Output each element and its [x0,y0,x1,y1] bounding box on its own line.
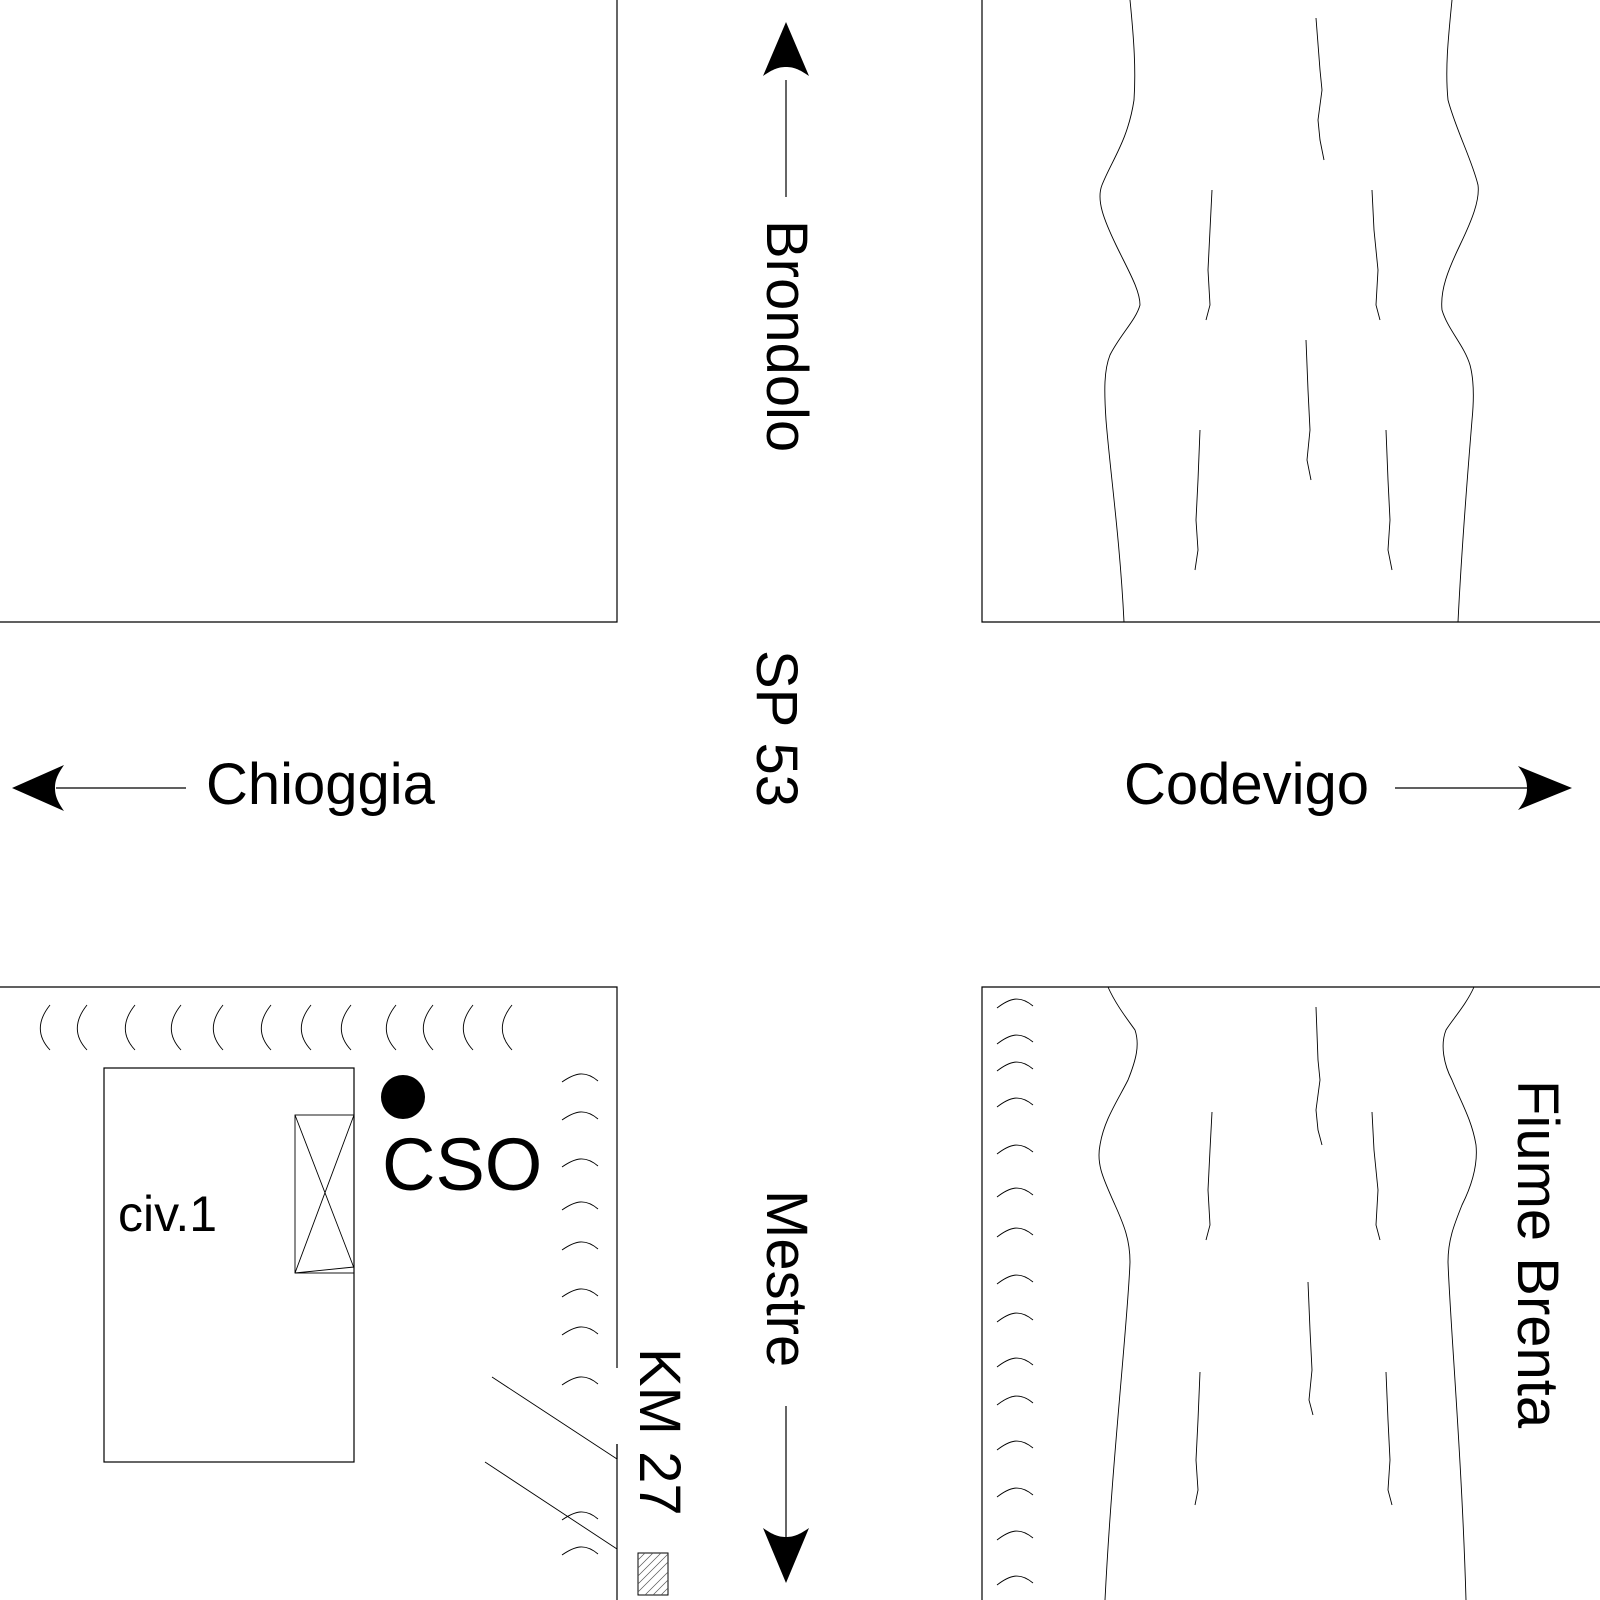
label-chioggia: Chioggia [206,752,436,817]
block-top-left [0,0,618,623]
driveway-line-1 [491,1376,618,1460]
arrow-left-icon [12,765,64,811]
hedge-east [561,1073,599,1556]
arrow-up-icon [763,22,809,76]
label-mestre: Mestre [754,1190,819,1367]
label-brondolo: Brondolo [754,220,819,452]
label-river: Fiume Brenta [1505,1080,1570,1429]
block-bottom-left [0,986,618,1368]
arrow-down-icon [763,1528,809,1583]
label-road-name: SP 53 [744,650,809,807]
block-top-right [981,0,1600,623]
river-north [1099,0,1479,623]
arrow-west [12,765,186,811]
label-codevigo: Codevigo [1124,752,1369,817]
label-building: civ.1 [118,1186,217,1242]
hedge-north [39,1004,513,1051]
river-south [1098,986,1477,1600]
cso-marker [381,1075,425,1119]
label-cso: CSO [382,1123,542,1206]
label-km-marker: KM 27 [627,1348,692,1516]
building-civ1 [103,1067,355,1463]
arrow-right-icon [1518,766,1572,810]
arrow-south [763,1406,809,1583]
driveway-line-2 [484,1461,618,1550]
hedge-riverbank [996,998,1034,1586]
building-annex [294,1114,355,1274]
arrow-north [763,22,809,197]
km-marker-box [637,1552,669,1596]
block-bottom-right [981,986,1600,1600]
arrow-east [1395,766,1572,810]
